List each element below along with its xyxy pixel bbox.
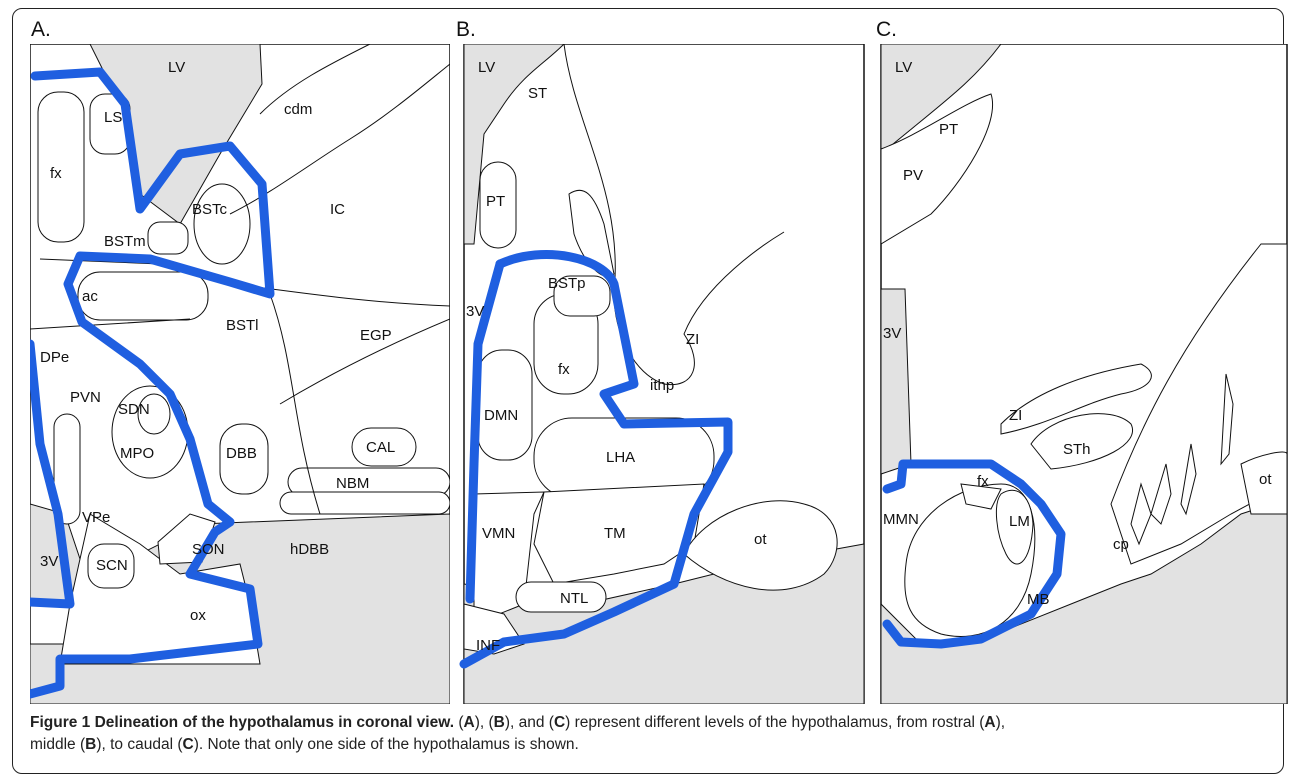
label-a-ls: LS <box>104 109 122 126</box>
caption-ref-b: B <box>494 714 505 731</box>
label-c-sth: STh <box>1063 441 1091 458</box>
label-a-vpe: VPe <box>82 509 110 526</box>
panel-b-letter: B. <box>456 18 476 42</box>
label-a-dbb: DBB <box>226 445 257 462</box>
label-b-ithp: ithp <box>650 377 674 394</box>
caption-ref-a: A <box>464 714 475 731</box>
label-c-mb: MB <box>1027 591 1050 608</box>
caption-ref-c: C <box>183 736 194 753</box>
label-b-bstp: BSTp <box>548 275 586 292</box>
label-c-pv: PV <box>903 167 923 184</box>
label-a-dpe: DPe <box>40 349 69 366</box>
panel-b-diagram: LV ST PT 3V BSTp ZI fx ithp DMN LHA VMN … <box>454 44 874 704</box>
label-b-lha: LHA <box>606 449 635 466</box>
label-b-st: ST <box>528 85 547 102</box>
panel-c-letter: C. <box>876 18 897 42</box>
label-b-tm: TM <box>604 525 626 542</box>
caption-text: ) represent different levels of the hypo… <box>565 714 984 731</box>
label-b-pt: PT <box>486 193 505 210</box>
figure-caption: Figure 1 Delineation of the hypothalamus… <box>30 712 1270 756</box>
label-a-ac: ac <box>82 288 98 305</box>
caption-text: ), and ( <box>505 714 554 731</box>
label-c-zi: ZI <box>1009 407 1022 424</box>
caption-text: middle ( <box>30 736 85 753</box>
label-a-bstc: BSTc <box>192 201 228 218</box>
caption-text: ). Note that only one side of the hypoth… <box>194 736 579 753</box>
label-a-cal: CAL <box>366 439 395 456</box>
label-c-fx: fx <box>977 473 989 490</box>
caption-text: ), to caudal ( <box>96 736 182 753</box>
label-a-sdn: SDN <box>118 401 150 418</box>
label-b-vmn: VMN <box>482 525 515 542</box>
label-a-3v: 3V <box>40 553 58 570</box>
label-a-scn: SCN <box>96 557 128 574</box>
label-a-egp: EGP <box>360 327 392 344</box>
label-b-lv: LV <box>478 59 495 76</box>
panel-a-letter: A. <box>31 18 51 42</box>
label-a-lv: LV <box>168 59 185 76</box>
caption-text: ), <box>996 714 1005 731</box>
label-a-hdbb: hDBB <box>290 541 329 558</box>
panel-c-diagram: LV PT PV 3V ZI STh ot MMN fx LM cp MB <box>874 44 1293 704</box>
label-a-ic: IC <box>330 201 345 218</box>
caption-text: ), ( <box>475 714 494 731</box>
label-b-zi: ZI <box>686 331 699 348</box>
label-a-fx: fx <box>50 165 62 182</box>
label-a-pvn: PVN <box>70 389 101 406</box>
label-b-3v: 3V <box>466 303 484 320</box>
label-c-cp: cp <box>1113 536 1129 553</box>
label-b-fx: fx <box>558 361 570 378</box>
label-c-lm: LM <box>1009 513 1030 530</box>
caption-title: Figure 1 Delineation of the hypothalamus… <box>30 714 454 731</box>
label-a-bstl: BSTl <box>226 317 259 334</box>
label-b-dmn: DMN <box>484 407 518 424</box>
label-c-3v: 3V <box>883 325 901 342</box>
label-b-ot: ot <box>754 531 767 548</box>
caption-ref-a: A <box>984 714 995 731</box>
label-a-cdm: cdm <box>284 101 312 118</box>
label-c-mmn: MMN <box>883 511 919 528</box>
label-a-ox: ox <box>190 607 206 624</box>
panel-a-diagram: LV LS fx cdm BSTc IC BSTm ac BSTl EGP DP… <box>30 44 450 704</box>
caption-ref-b: B <box>85 736 96 753</box>
caption-text: ( <box>454 714 463 731</box>
caption-ref-c: C <box>554 714 565 731</box>
label-b-inf: INF <box>476 637 500 654</box>
label-a-bstm: BSTm <box>104 233 146 250</box>
label-a-son: SON <box>192 541 225 558</box>
label-b-ntl: NTL <box>560 590 588 607</box>
label-c-lv: LV <box>895 59 912 76</box>
label-c-pt: PT <box>939 121 958 138</box>
label-a-mpo: MPO <box>120 445 154 462</box>
label-c-ot: ot <box>1259 471 1272 488</box>
label-a-nbm: NBM <box>336 475 369 492</box>
